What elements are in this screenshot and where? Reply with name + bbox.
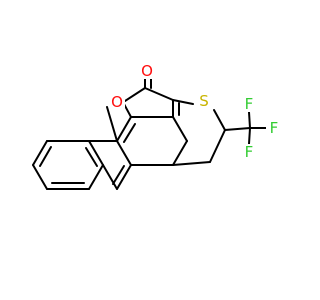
molecule-diagram: O O S F F F bbox=[32, 62, 282, 190]
atom-ring-oxygen: O bbox=[109, 93, 125, 111]
bond-naph-3 bbox=[88, 140, 104, 166]
bond-ring-4 bbox=[172, 140, 188, 166]
bond-pyr-2 bbox=[106, 106, 118, 142]
bond-naph-1-inner bbox=[39, 146, 52, 167]
bond-naph-4 bbox=[88, 164, 104, 190]
atom-fluorine-right: F bbox=[266, 119, 282, 137]
bond-ring-3 bbox=[172, 116, 188, 142]
fluorine-right-label: F bbox=[270, 119, 279, 137]
bond-naph-3-inner bbox=[85, 147, 98, 167]
bond-pyr-3 bbox=[124, 87, 146, 102]
bond-cf3-4 bbox=[248, 127, 251, 145]
bond-naph-6 bbox=[32, 164, 48, 190]
sulfur-label: S bbox=[199, 92, 209, 110]
ring-oxygen-label: O bbox=[111, 93, 123, 111]
atom-fluorine-top: F bbox=[241, 95, 257, 113]
carbonyl-oxygen-label: O bbox=[141, 62, 153, 80]
bond-pyr-1 bbox=[123, 103, 132, 118]
bond-thio-1 bbox=[172, 99, 194, 105]
fluorine-top-label: F bbox=[245, 95, 254, 113]
bond-thio-4 bbox=[172, 161, 211, 166]
bond-ring-1-inner bbox=[123, 123, 136, 143]
bond-pyr-4 bbox=[144, 87, 174, 101]
bond-ring-1 bbox=[116, 116, 132, 142]
atom-fluorine-bottom: F bbox=[241, 143, 257, 161]
bond-thio-2 bbox=[213, 109, 226, 131]
bond-naph-10 bbox=[102, 164, 118, 190]
bond-cf3-2 bbox=[248, 111, 251, 129]
atom-sulfur: S bbox=[196, 92, 212, 110]
bond-cf3-1 bbox=[224, 127, 251, 131]
bond-naph-9-inner bbox=[112, 165, 125, 185]
atom-carbonyl-oxygen: O bbox=[139, 62, 155, 80]
bond-naph-9 bbox=[116, 164, 132, 190]
bond-naph-1 bbox=[32, 140, 48, 166]
bond-naph-8 bbox=[116, 140, 132, 166]
fluorine-bottom-label: F bbox=[245, 143, 254, 161]
bond-thio-3 bbox=[209, 129, 226, 163]
